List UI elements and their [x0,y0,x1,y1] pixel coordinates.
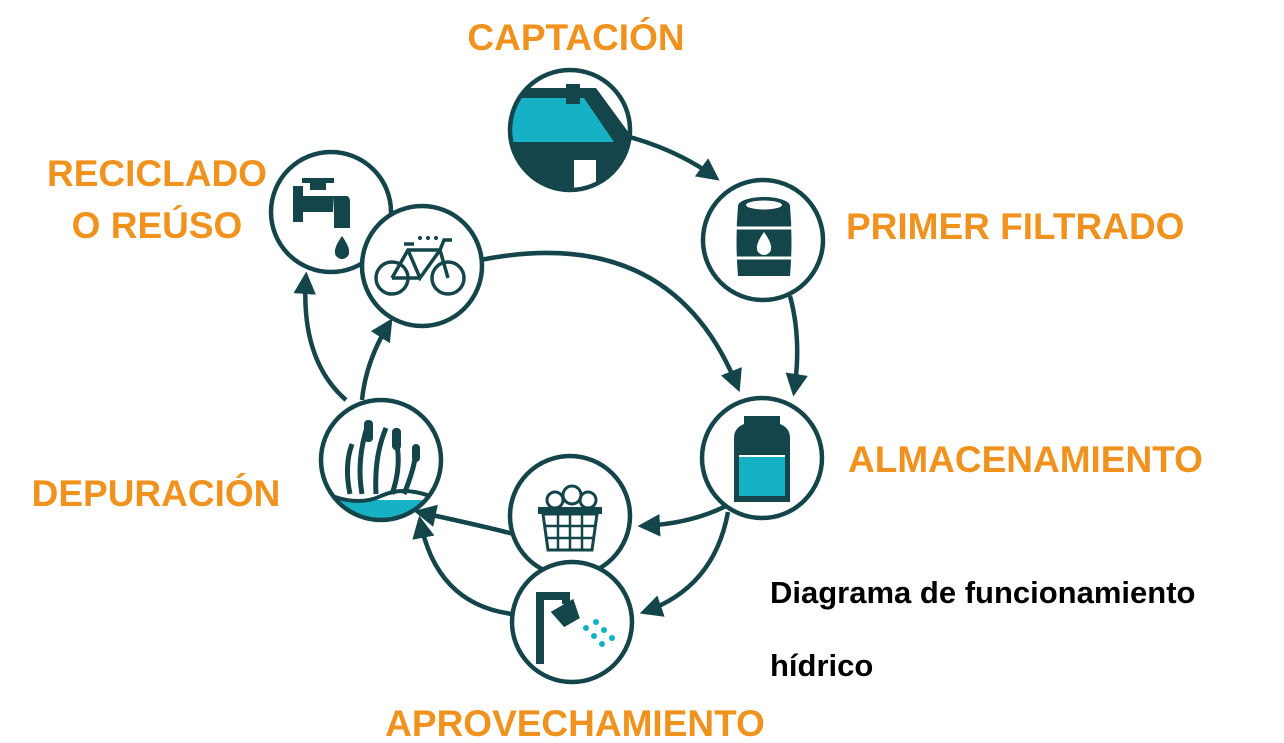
arrow-almacenamiento-to-ducha [639,511,731,617]
stage-label-reciclado-line2: O REÚSO [72,204,243,246]
bicicleta-node [359,203,485,329]
ducha-node [509,559,635,685]
arrow-bicicleta-to-almacenamiento [479,250,742,393]
water-tank-icon [734,416,790,502]
faucet-icon [293,178,350,259]
arrow-captacion-to-filtrado [625,133,720,181]
bicycle-icon [374,238,466,296]
almacenamiento-node [699,395,825,521]
stage-label-primer-filtrado: PRIMER FILTRADO [846,206,1184,247]
arrow-almacenamiento-to-lavanderia [637,503,728,537]
stage-label-aprovechamiento: APROVECHAMIENTO [385,703,765,743]
bicycle-dots [418,236,438,240]
flow-arrows [293,133,808,617]
diagram-caption-line1: Diagrama de funcionamiento [770,575,1195,610]
arrow-lavanderia-to-depuracion [413,504,515,537]
arrow-depuracion-to-bicicleta [359,318,393,401]
grifo-node [268,149,394,275]
captacion-node [507,67,633,193]
primer-filtrado-node [700,177,826,303]
house-roof-icon [512,84,628,188]
stage-label-captacion: CAPTACIÓN [467,16,684,58]
arrow-filtrado-to-almacenamiento [785,295,808,397]
shower-icon [536,592,615,664]
diagram-caption-line2: hídrico [770,648,873,683]
arrow-ducha-to-depuracion [412,515,513,617]
stage-label-almacenamiento: ALMACENAMIENTO [848,439,1203,480]
depuracion-node [318,397,444,523]
stage-label-depuracion: DEPURACIÓN [32,472,281,514]
barrel-drop-icon [736,197,792,276]
stage-label-reciclado-line1: RECICLADO [47,153,267,194]
arrow-depuracion-to-grifo [293,271,348,402]
laundry-basket-icon [538,484,602,552]
lavanderia-node [507,453,633,579]
